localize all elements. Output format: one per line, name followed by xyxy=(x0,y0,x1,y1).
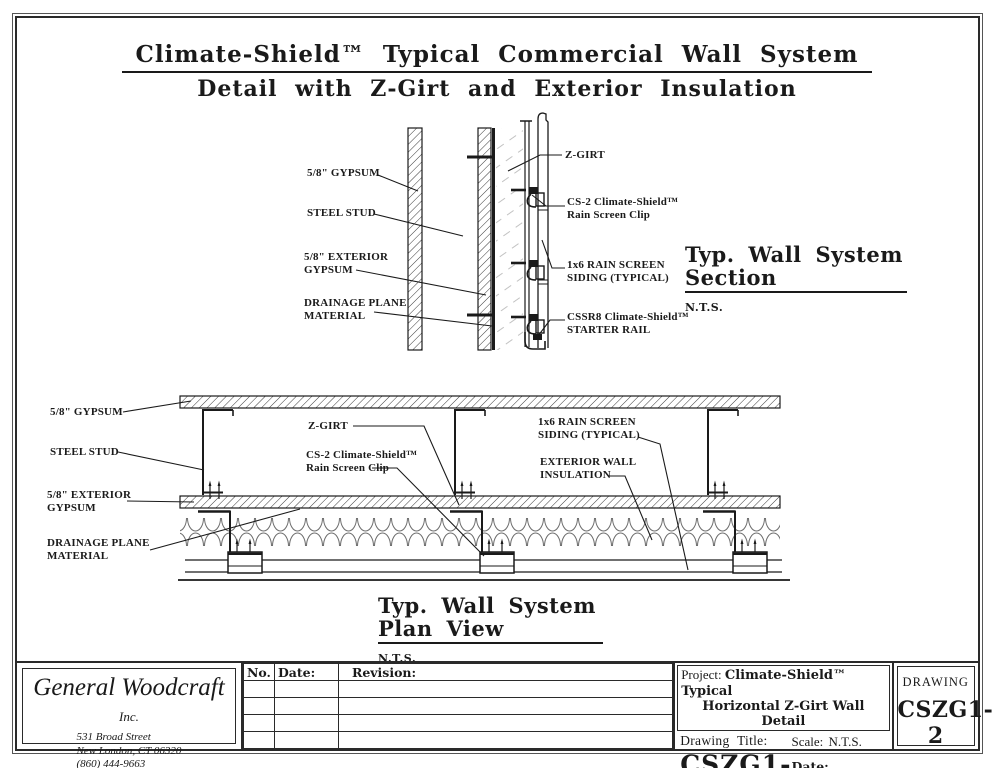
title-block: General Woodcraft Inc. 531 Broad Street … xyxy=(17,661,994,768)
plan-view-title: Typ. Wall System Plan View N.T.S. xyxy=(378,594,603,670)
section-view-title-text: Typ. Wall System Section xyxy=(685,243,907,293)
sheet-border-inner xyxy=(15,16,980,751)
label-section-siding: 1x6 RAIN SCREEN SIDING (TYPICAL) xyxy=(567,259,669,284)
label-plan-exterior-gypsum: 5/8" EXTERIOR GYPSUM xyxy=(47,489,132,514)
revision-row-empty xyxy=(242,680,674,698)
label-plan-insulation: EXTERIOR WALL INSULATION xyxy=(540,456,637,481)
drawing-title-line2: Detail with Z-Girt and Exterior Insulati… xyxy=(197,76,797,103)
drawing-header: Climate-Shield™ Typical Commercial Wall … xyxy=(0,42,994,101)
label-section-starter-rail: CSSR8 Climate-Shield™ STARTER RAIL xyxy=(567,311,689,336)
project-name-line2: Horizontal Z-Girt Wall Detail xyxy=(702,699,865,729)
section-view-geometry xyxy=(407,112,549,351)
label-plan-siding: 1x6 RAIN SCREEN SIDING (TYPICAL) xyxy=(538,416,640,441)
label-plan-steel-stud: STEEL STUD xyxy=(50,446,119,458)
label-plan-gypsum: 5/8" GYPSUM xyxy=(50,406,123,418)
drawing-title-label: Drawing Title: xyxy=(680,733,768,748)
label-section-steel-stud: STEEL STUD xyxy=(307,207,376,219)
drawing-number-box-inner: DRAWING CSZG1-2 xyxy=(896,666,994,749)
drawing-box-label: DRAWING xyxy=(902,675,969,689)
plan-view-title-text: Typ. Wall System Plan View xyxy=(378,594,603,644)
revision-table: No. Date: Revision: xyxy=(242,663,674,749)
label-section-drainage-plane: DRAINAGE PLANE MATERIAL xyxy=(304,297,407,322)
date-label: Date: xyxy=(791,759,829,768)
drawing-title-row: Drawing Title: CSZG1-2 Scale: N.T.S. Dat… xyxy=(675,731,891,768)
revision-table-header-row: No. Date: Revision: xyxy=(242,663,674,681)
drawing-box-number: CSZG1-2 xyxy=(897,697,994,749)
revision-col-date: Date: xyxy=(273,663,339,681)
plan-view-geometry xyxy=(178,395,790,581)
revision-row-empty xyxy=(242,714,674,732)
label-plan-drainage-plane: DRAINAGE PLANE MATERIAL xyxy=(47,537,150,562)
label-plan-z-girt: Z-GIRT xyxy=(308,420,348,432)
label-section-z-girt: Z-GIRT xyxy=(565,149,605,161)
sheet-border-outer xyxy=(12,13,983,754)
project-name-line1: Climate-Shield™ Typical xyxy=(681,668,847,699)
section-view-title: Typ. Wall System Section N.T.S. xyxy=(685,243,907,319)
revision-row-empty xyxy=(242,697,674,715)
company-box: General Woodcraft Inc. 531 Broad Street … xyxy=(17,663,243,768)
label-section-gypsum: 5/8" GYPSUM xyxy=(307,167,380,179)
drawing-number-box: DRAWING CSZG1-2 xyxy=(894,663,994,749)
revision-col-no: No. xyxy=(242,663,275,681)
label-section-rain-screen-clip: CS-2 Climate-Shield™ Rain Screen Clip xyxy=(567,196,679,221)
drawing-number: CSZG1-2 xyxy=(680,750,792,768)
scale-row: Scale: N.T.S. xyxy=(792,734,888,750)
drawing-title-line1: Climate-Shield™ Typical Commercial Wall … xyxy=(121,42,873,74)
company-suffix: Inc. xyxy=(119,709,139,724)
plan-leader-lines xyxy=(117,400,689,571)
label-section-exterior-gypsum: 5/8" EXTERIOR GYPSUM xyxy=(304,251,389,276)
date-row: Date: 10/10/12 xyxy=(792,759,888,768)
project-box: Project: Climate-Shield™ Typical Horizon… xyxy=(675,663,894,768)
project-name: Project: Climate-Shield™ Typical Horizon… xyxy=(677,665,890,731)
company-name: General Woodcraft Inc. xyxy=(33,674,225,725)
label-plan-rain-screen-clip: CS-2 Climate-Shield™ Rain Screen Clip xyxy=(306,449,418,474)
section-leader-lines xyxy=(355,154,565,337)
company-box-inner: General Woodcraft Inc. 531 Broad Street … xyxy=(22,668,236,768)
company-address: 531 Broad Street New London, CT 06320 (8… xyxy=(76,731,182,768)
revision-row-empty xyxy=(242,731,674,749)
section-view-scale: N.T.S. xyxy=(685,301,724,314)
project-label: Project: xyxy=(681,667,722,682)
revision-table-box: No. Date: Revision: xyxy=(242,663,676,749)
scale-value: N.T.S. xyxy=(828,734,862,749)
scale-label: Scale: xyxy=(791,734,824,749)
revision-col-revision: Revision: xyxy=(337,663,674,681)
